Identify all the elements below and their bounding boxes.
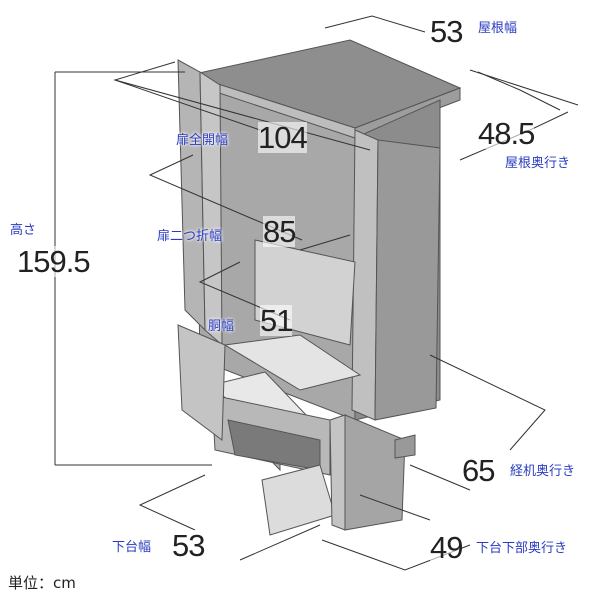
right-lower-door (329, 414, 346, 531)
desk-depth-value: 65 (462, 453, 495, 488)
height-label: 高さ (10, 223, 37, 238)
door-folded-width-value: 85 (263, 214, 296, 249)
base-lower-depth-value: 49 (430, 530, 463, 565)
door-folded-width-label: 扉二つ折幅 (157, 229, 223, 244)
drawer-panel (261, 464, 336, 536)
door-open-width-label: 扉全開幅 (176, 133, 229, 148)
desk-depth-label: 経机奥行き (510, 464, 576, 479)
body-width-value: 51 (260, 303, 293, 338)
left-lower-door (177, 324, 226, 441)
base-width-label: 下台幅 (112, 540, 152, 555)
roof-width-value: 53 (430, 14, 463, 49)
height-value: 159.5 (17, 244, 91, 279)
body-width-label: 胴幅 (208, 319, 235, 334)
door-open-width-value: 104 (258, 120, 308, 155)
unit-note: 単位：cm (8, 574, 76, 592)
roof-depth-label: 屋根奥行き (505, 156, 571, 171)
base-lower-depth-label: 下台下部奥行き (476, 541, 568, 556)
roof-depth-value: 48.5 (478, 116, 535, 151)
base-width-value: 53 (172, 528, 205, 563)
roof-width-label: 屋根幅 (478, 21, 518, 36)
